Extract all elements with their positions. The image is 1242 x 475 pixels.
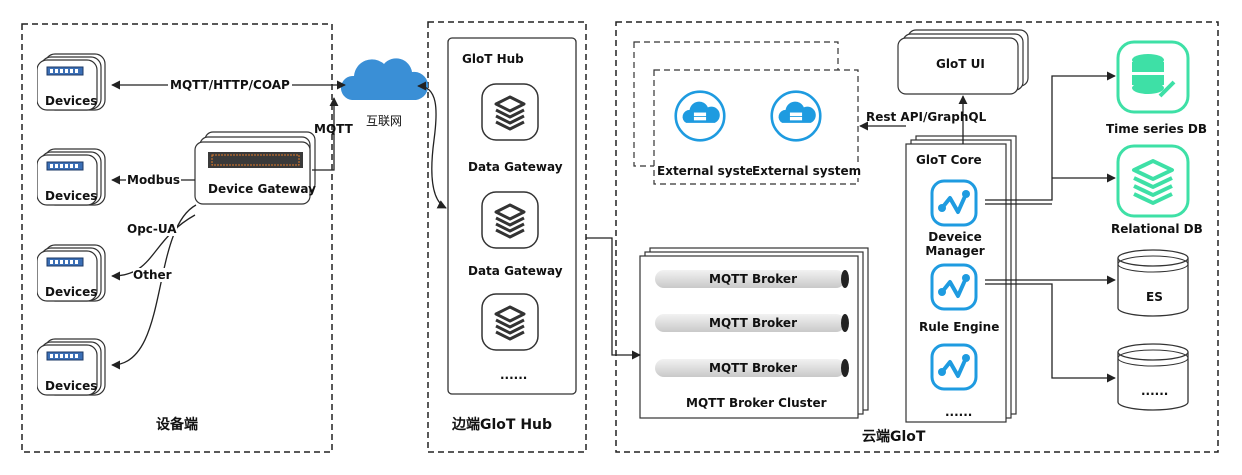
api-label: Rest API/GraphQL <box>866 110 987 124</box>
external-system-label-1: External system <box>657 164 767 178</box>
other-db-cylinder <box>1117 343 1189 411</box>
external-system-icon <box>770 90 822 142</box>
device-manager-label: Deveice Manager <box>925 230 985 258</box>
hub-broker-link <box>586 237 641 360</box>
data-gateway-icon <box>480 190 540 250</box>
time-series-db-label: Time series DB <box>1106 122 1207 136</box>
device-gateway-box <box>194 131 316 205</box>
rule-engine-icon <box>930 263 978 311</box>
core-more-label: ...... <box>945 405 973 419</box>
rule-engine-label: Rule Engine <box>919 320 1000 334</box>
data-gateway-icon <box>480 292 540 352</box>
connectors <box>111 71 1116 383</box>
core-module-icon <box>930 343 978 391</box>
broker-pipe-2 <box>655 314 849 332</box>
other-db-label: ...... <box>1141 384 1169 398</box>
external-system-label-2: External system <box>752 164 862 178</box>
protocol-label-other: Other <box>133 268 172 282</box>
device-label-4: Devices <box>45 379 98 393</box>
protocol-label-opcua: Opc-UA <box>127 222 177 236</box>
protocol-label-mqtt: MQTT <box>314 122 353 136</box>
broker-label-1: MQTT Broker <box>709 272 797 286</box>
relational-db-label: Relational DB <box>1111 222 1203 236</box>
protocol-label-cloud: MQTT/HTTP/COAP <box>168 78 292 92</box>
edge-more-label: ...... <box>500 368 528 382</box>
edge-zone-title: 边端GloT Hub <box>452 417 553 433</box>
glot-hub-title: GloT Hub <box>462 52 524 66</box>
data-gateway-icon <box>480 82 540 142</box>
glot-ui-label: GloT UI <box>936 57 985 71</box>
opcua-link <box>111 214 196 281</box>
other-link <box>111 204 197 370</box>
data-gateway-label-1: Data Gateway <box>468 160 563 174</box>
internet-label: 互联网 <box>366 114 403 128</box>
broker-label-3: MQTT Broker <box>709 361 797 375</box>
cloud-zone-title: 云端GloT <box>862 429 926 445</box>
core-timeseries-link <box>985 71 1116 201</box>
internet-cloud <box>340 58 429 100</box>
device-label-1: Devices <box>45 94 98 108</box>
time-series-db-icon <box>1116 40 1190 114</box>
es-db-label: ES <box>1146 290 1163 304</box>
device-zone-title: 设备端 <box>156 417 198 433</box>
glot-ui-box <box>897 29 1029 95</box>
device-label-3: Devices <box>45 285 98 299</box>
broker-pipe-3 <box>655 359 849 377</box>
data-gateway-label-2: Data Gateway <box>468 264 563 278</box>
internet-hub-link <box>417 81 447 209</box>
glot-core-title: GloT Core <box>916 153 982 167</box>
broker-cluster-title: MQTT Broker Cluster <box>686 396 827 410</box>
external-system-icon <box>674 90 726 142</box>
cloud-zone-frame <box>615 21 1219 453</box>
core-other-db-link <box>985 283 1116 383</box>
device-label-2: Devices <box>45 189 98 203</box>
device-zone-frame <box>21 23 333 453</box>
device-gateway-label: Device Gateway <box>208 182 316 196</box>
broker-pipe-1 <box>655 270 849 288</box>
broker-label-2: MQTT Broker <box>709 316 797 330</box>
edge-zone-frame <box>427 21 587 453</box>
relational-db-icon <box>1116 144 1190 218</box>
gateway-internet-link <box>312 97 339 171</box>
protocol-label-modbus: Modbus <box>126 173 182 187</box>
es-db-cylinder <box>1117 249 1189 317</box>
device-manager-icon <box>930 179 978 227</box>
